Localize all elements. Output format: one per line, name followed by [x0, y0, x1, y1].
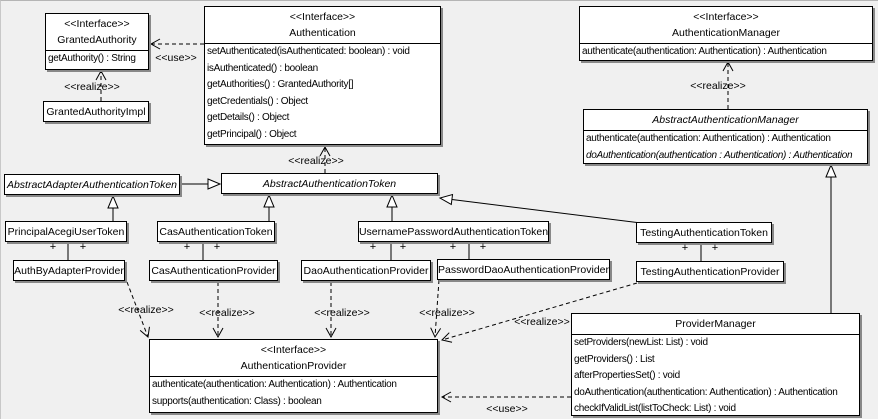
- class-header: <<Interface>> Authentication: [205, 7, 440, 44]
- class-name: AuthByAdapterProvider: [14, 264, 124, 277]
- class-name: AbstractAdapterAuthenticationToken: [6, 178, 178, 191]
- class-name: DaoAuthenticationProvider: [303, 264, 429, 277]
- method-label: getProviders() : List: [574, 353, 655, 365]
- class-name: UsernamePasswordAuthenticationToken: [358, 225, 549, 238]
- class-name: AbstractAuthenticationToken: [262, 177, 397, 190]
- class-header: AbstractAuthenticationManager: [584, 110, 867, 131]
- edge-label-realize-testingprovider: <<realize>>: [514, 316, 570, 328]
- method-label: supports(authentication: Class) : boolea…: [152, 395, 322, 407]
- edge-label-realize-authmanager: <<realize>>: [690, 80, 746, 92]
- class-header: ProviderManager: [572, 314, 859, 335]
- stereotype-label: <<Interface>>: [289, 11, 356, 23]
- class-name: ProviderManager: [675, 318, 756, 330]
- association-end-plus: +: [213, 241, 221, 253]
- class-header: <<Interface>> GrantedAuthority: [46, 14, 148, 51]
- method-label: getAuthorities() : GrantedAuthority[]: [207, 79, 354, 90]
- method-label: checkIfValidList(listToCheck: List) : vo…: [574, 403, 736, 414]
- class-name: GrantedAuthorityImpl: [46, 105, 146, 118]
- class-name: PasswordDaoAuthenticationProvider: [438, 263, 610, 276]
- class-box-granted-authority-impl[interactable]: GrantedAuthorityImpl: [43, 101, 149, 122]
- method-label: setProviders(newList: List) : void: [574, 337, 708, 348]
- class-name: PrincipalAcegiUserToken: [7, 225, 125, 238]
- edge-label-realize-grantedauthority: <<realize>>: [64, 81, 120, 93]
- edge-label-use-grantedauthority: <<use>>: [155, 52, 197, 64]
- method-label: setAuthenticated(isAuthenticated: boolea…: [207, 46, 410, 57]
- class-box-abstract-adapter-authentication-token[interactable]: AbstractAdapterAuthenticationToken: [4, 174, 180, 195]
- method-label: getDetails() : Object: [207, 112, 290, 123]
- association-end-plus: +: [183, 241, 191, 253]
- class-box-testing-authentication-provider[interactable]: TestingAuthenticationProvider: [636, 261, 784, 282]
- edge-label-realize-authbyadapter: <<realize>>: [118, 304, 174, 316]
- association-end-plus: +: [79, 241, 87, 253]
- method-label: getCredentials() : Object: [207, 95, 308, 107]
- stereotype-label: <<Interface>>: [260, 344, 327, 356]
- class-name: AuthenticationManager: [672, 27, 780, 39]
- association-end-plus: +: [711, 242, 719, 254]
- class-box-cas-authentication-provider[interactable]: CasAuthenticationProvider: [149, 260, 278, 281]
- method-label: isAuthenticated() : boolean: [207, 62, 318, 74]
- class-header: <<Interface>> AuthenticationManager: [580, 7, 872, 44]
- method-label: authenticate(authentication: Authenticat…: [152, 379, 397, 390]
- class-name: TestingAuthenticationToken: [640, 226, 768, 239]
- association-end-plus: +: [369, 241, 377, 253]
- class-box-dao-authentication-provider[interactable]: DaoAuthenticationProvider: [301, 260, 431, 281]
- class-name: GrantedAuthority: [57, 34, 137, 46]
- edge-label-realize-daoprovider: <<realize>>: [314, 307, 370, 319]
- stereotype-label: <<Interface>>: [693, 11, 759, 23]
- class-name: Authentication: [289, 27, 356, 39]
- class-name: CasAuthenticationProvider: [151, 264, 276, 277]
- method-label: getAuthority() : String: [48, 53, 136, 64]
- class-box-authentication[interactable]: <<Interface>> Authentication setAuthenti…: [204, 6, 441, 145]
- method-label: authenticate(authentication: Authenticat…: [586, 133, 831, 144]
- association-end-plus: +: [681, 242, 689, 254]
- method-label: authenticate(authentication: Authenticat…: [582, 46, 827, 57]
- edge-realize-testingprovider-to-authprovider: [441, 282, 638, 343]
- class-box-password-dao-authentication-provider[interactable]: PasswordDaoAuthenticationProvider: [437, 259, 610, 280]
- class-name: AuthenticationProvider: [240, 360, 347, 372]
- association-end-plus: +: [479, 241, 487, 253]
- edge-label-use-providermanager: <<use>>: [486, 403, 528, 415]
- stereotype-label: <<Interface>>: [64, 18, 130, 30]
- class-name: CasAuthenticationToken: [159, 225, 273, 238]
- association-end-plus: +: [449, 241, 457, 253]
- method-label: afterPropertiesSet() : void: [574, 370, 680, 381]
- class-name: TestingAuthenticationProvider: [640, 265, 780, 278]
- method-label: doAuthentication(authentication : Authen…: [586, 149, 853, 161]
- class-box-auth-by-adapter-provider[interactable]: AuthByAdapterProvider: [13, 260, 125, 281]
- class-box-username-password-authentication-token[interactable]: UsernamePasswordAuthenticationToken: [358, 221, 549, 242]
- edge-generalization-testingtoken-to-abstracttoken: [438, 193, 642, 224]
- class-header: <<Interface>> AuthenticationProvider: [150, 340, 437, 377]
- class-box-cas-authentication-token[interactable]: CasAuthenticationToken: [157, 221, 275, 242]
- edge-label-realize-passworddaoprovider: <<realize>>: [419, 307, 475, 319]
- class-box-abstract-authentication-manager[interactable]: AbstractAuthenticationManager authentica…: [583, 109, 868, 164]
- association-end-plus: +: [49, 241, 57, 253]
- edge-label-realize-casprovider: <<realize>>: [199, 307, 255, 319]
- edge-realize-passworddaoprovider-to-authprovider: [430, 279, 442, 339]
- edge-realize-authbyadapterprovider-to-authprovider: [126, 281, 150, 338]
- class-name: AbstractAuthenticationManager: [652, 114, 799, 126]
- class-box-testing-authentication-token[interactable]: TestingAuthenticationToken: [636, 222, 772, 243]
- class-box-abstract-authentication-token[interactable]: AbstractAuthenticationToken: [221, 173, 438, 194]
- method-label: getPrincipal() : Object: [207, 128, 297, 140]
- class-box-authentication-provider[interactable]: <<Interface>> AuthenticationProvider aut…: [149, 339, 438, 413]
- edge-label-realize-authentication: <<realize>>: [288, 155, 344, 167]
- method-label: doAuthentication(authentication: Authent…: [574, 386, 838, 398]
- class-box-principal-acegi-user-token[interactable]: PrincipalAcegiUserToken: [5, 221, 127, 242]
- class-box-granted-authority[interactable]: <<Interface>> GrantedAuthority getAuthor…: [45, 13, 149, 70]
- association-end-plus: +: [399, 241, 407, 253]
- class-box-authentication-manager[interactable]: <<Interface>> AuthenticationManager auth…: [579, 6, 873, 61]
- class-box-provider-manager[interactable]: ProviderManager setProviders(newList: Li…: [571, 313, 860, 416]
